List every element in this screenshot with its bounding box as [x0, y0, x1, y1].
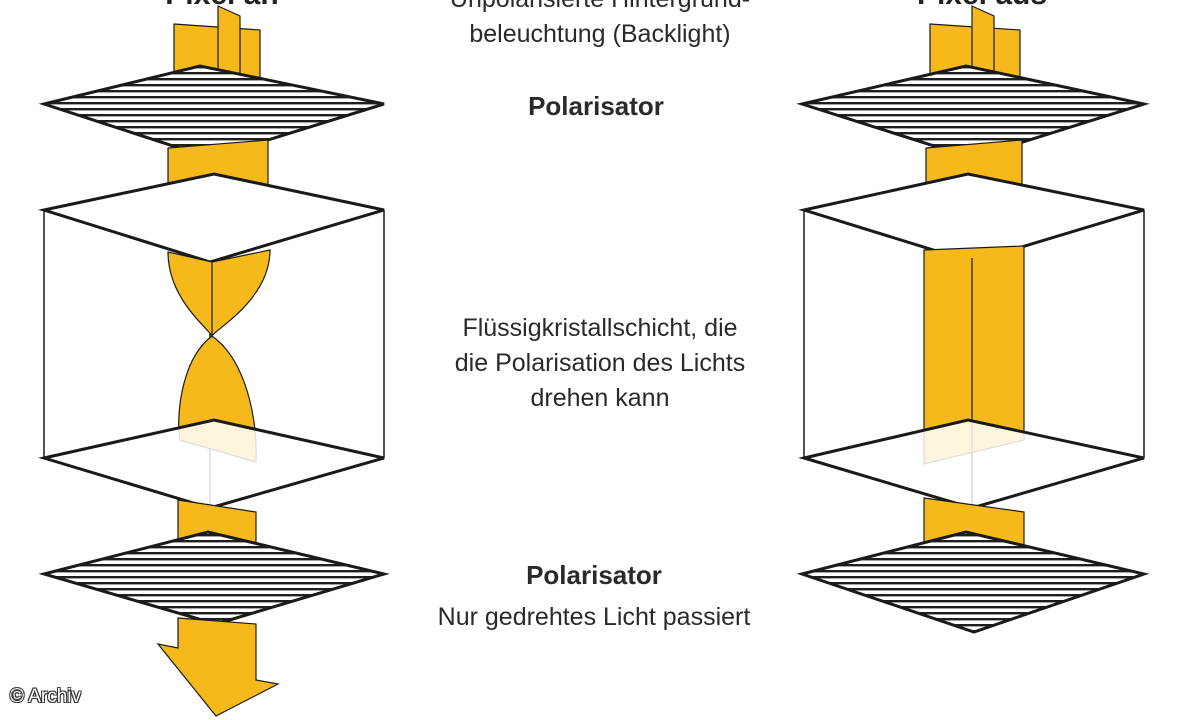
- pixel-on-assembly: [38, 5, 390, 717]
- output-arrow: [156, 617, 280, 717]
- lc-label-line3: drehen kann: [530, 384, 670, 412]
- lc-label-line2: die Polarisation des Lichts: [454, 349, 746, 377]
- polarizer-bottom-label: Polarisator: [526, 560, 662, 590]
- twisted-light: [167, 249, 271, 338]
- lc-label-line1: Flüssigkristallschicht, die: [462, 314, 738, 342]
- top-polarizer-right: [796, 64, 1150, 160]
- heading-pixel-on: Pixel an: [142, 0, 302, 12]
- heading-pixel-off: Pixel aus: [892, 0, 1072, 12]
- bottom-polarizer-right: [796, 530, 1150, 634]
- lc-cube-right: [798, 172, 1145, 510]
- backlight-label: Unpolarisierte Hintergrund- beleuchtung …: [405, 0, 795, 52]
- bottom-polarizer-left: [38, 530, 390, 626]
- lc-cube-left: [38, 172, 385, 510]
- backlight-label-line1: Unpolarisierte Hintergrund-: [405, 0, 795, 17]
- top-polarizer-left: [38, 64, 385, 160]
- pixel-off-assembly: [796, 5, 1150, 634]
- liquid-crystal-label: Flüssigkristallschicht, die die Polarisa…: [400, 311, 800, 416]
- backlight-label-line2: beleuchtung (Backlight): [469, 20, 731, 48]
- polarizer-bottom-note: Nur gedrehtes Licht passiert: [437, 603, 751, 631]
- polarizer-top-label: Polarisator: [528, 91, 664, 121]
- copyright-label: © Archiv: [10, 686, 82, 707]
